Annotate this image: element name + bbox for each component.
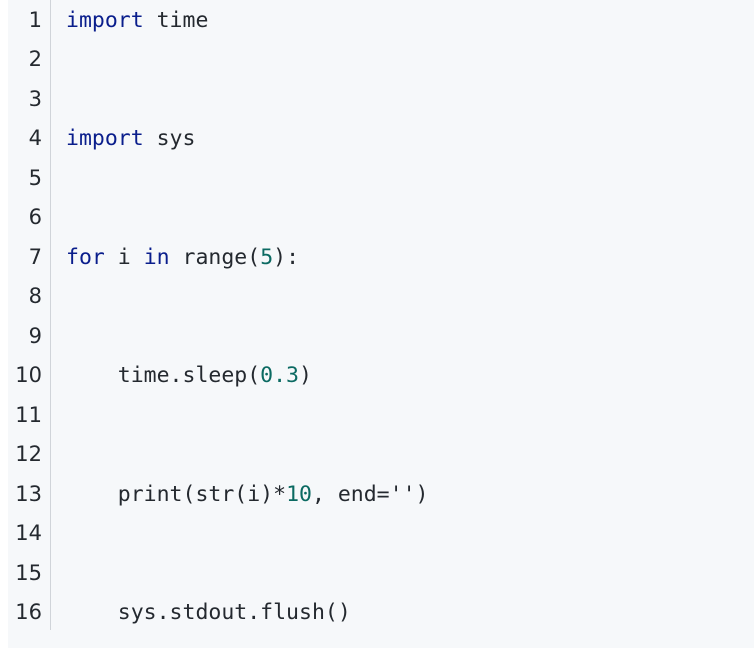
code-line: time.sleep(0.3) xyxy=(66,356,312,396)
code-token: range( xyxy=(169,244,261,270)
line-number: 16 xyxy=(15,600,42,624)
code-line: for i in range(5): xyxy=(66,238,299,278)
code-token: ) xyxy=(415,481,429,507)
code-token: sys xyxy=(143,126,196,151)
code-line: print(str(i)*10, end='') xyxy=(66,475,429,515)
line-number: 5 xyxy=(28,165,42,190)
line-number: 14 xyxy=(15,521,42,545)
code-token: '' xyxy=(389,481,416,507)
line-number: 11 xyxy=(15,402,42,427)
keyword-token: import xyxy=(66,7,144,33)
line-number: 4 xyxy=(28,126,42,150)
keyword-token: in xyxy=(143,244,170,270)
code-line: import time xyxy=(66,1,208,41)
line-number: 6 xyxy=(28,205,42,229)
number-token: 10 xyxy=(286,481,312,507)
code-token: i xyxy=(104,244,144,270)
keyword-token: for xyxy=(66,244,105,270)
code-token: ): xyxy=(273,244,300,270)
code-line: sys.stdout.flush() xyxy=(66,593,351,633)
line-number: 8 xyxy=(28,284,42,308)
line-number: 15 xyxy=(15,560,42,585)
code-token: time.sleep( xyxy=(66,363,261,388)
line-number: 2 xyxy=(28,47,42,71)
code-line: import sys xyxy=(66,119,195,159)
code-token: print(str(i)* xyxy=(66,481,287,507)
code-token: time xyxy=(143,7,209,33)
line-number: 13 xyxy=(15,481,42,506)
code-token: , end= xyxy=(311,481,390,507)
code-token: ) xyxy=(299,363,312,388)
number-token: 0.3 xyxy=(260,363,300,388)
line-number: 9 xyxy=(28,323,42,348)
number-token: 5 xyxy=(260,244,274,270)
line-number: 10 xyxy=(15,363,42,387)
line-number: 3 xyxy=(28,86,42,111)
line-number: 12 xyxy=(15,442,42,466)
line-number: 1 xyxy=(28,7,42,32)
line-number: 7 xyxy=(28,244,42,269)
code-token: sys.stdout.flush() xyxy=(66,600,351,625)
keyword-token: import xyxy=(66,126,144,151)
